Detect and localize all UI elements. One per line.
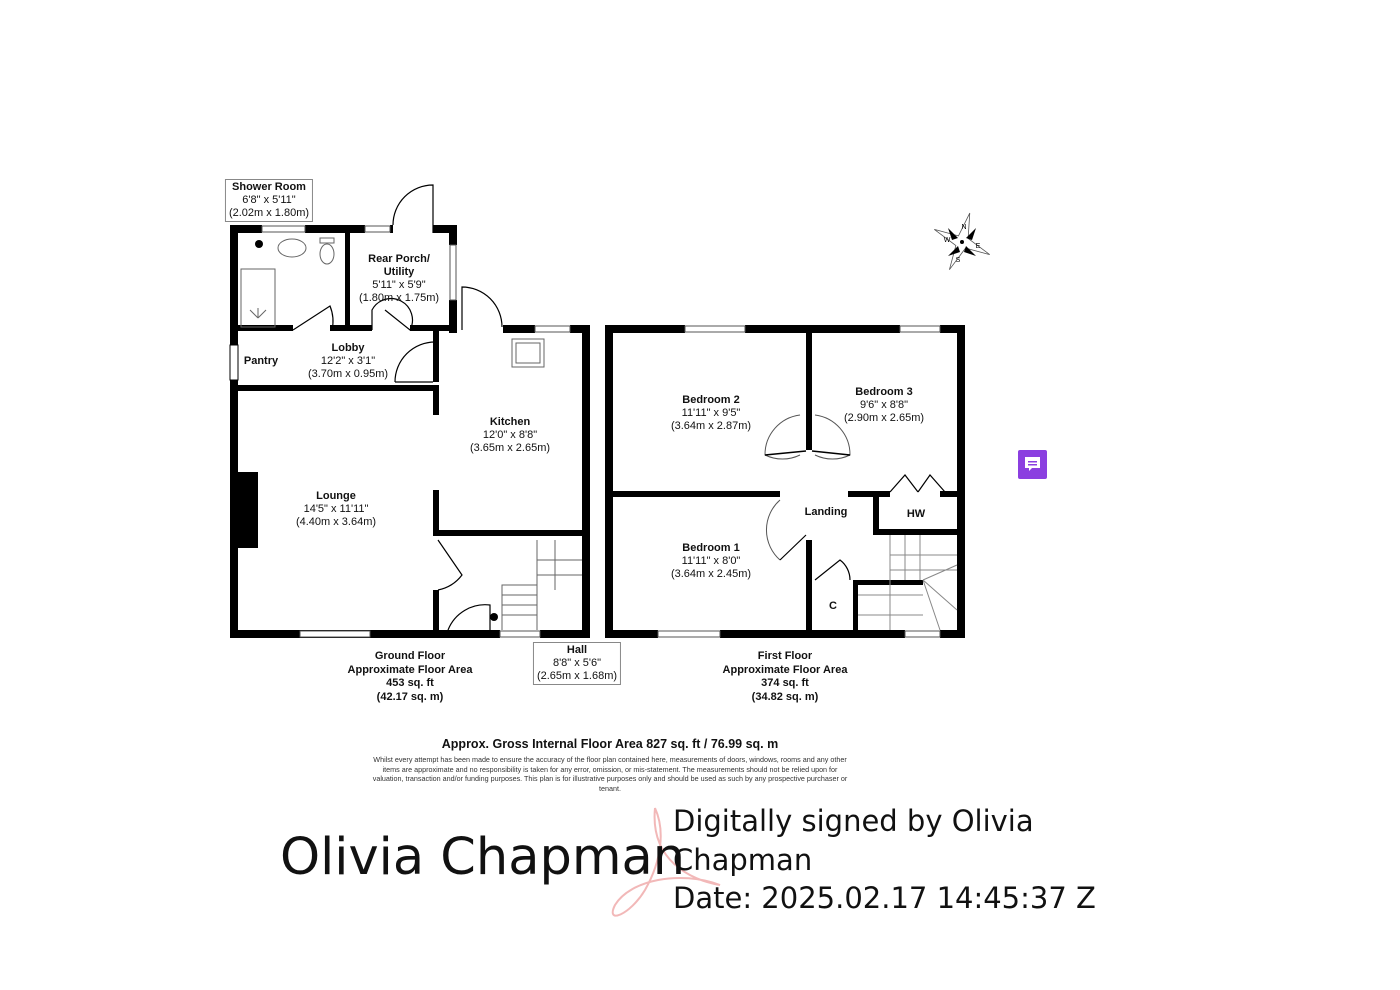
room-name: Hall xyxy=(566,644,588,656)
floor-title: Ground Floor xyxy=(374,650,446,662)
room-name: Lounge xyxy=(316,490,356,502)
room-size-imperial: 14'5" x 11'11" xyxy=(303,503,369,515)
comment-button[interactable] xyxy=(1018,450,1047,479)
room-name-line2: Utility xyxy=(383,266,415,278)
room-label-bedroom-1: Bedroom 1 11'11" x 8'0" (3.64m x 2.45m) xyxy=(671,542,751,581)
signature-line-1: Digitally signed by Olivia xyxy=(673,804,1034,838)
room-size-imperial: 6'8" x 5'11" xyxy=(242,194,296,206)
ground-floor-area: Ground Floor Approximate Floor Area 453 … xyxy=(348,650,473,704)
ground-floor-windows xyxy=(261,225,571,638)
adobe-signature-logo xyxy=(611,807,721,917)
room-size-imperial: 8'8" x 5'6" xyxy=(552,657,602,669)
floor-area-label: Approximate Floor Area xyxy=(722,663,848,676)
room-label-bedroom-3: Bedroom 3 9'6" x 8'8" (2.90m x 2.65m) xyxy=(844,386,924,425)
room-size-imperial: 11'11" x 8'0" xyxy=(681,555,741,567)
room-size-imperial: 12'2" x 3'1" xyxy=(320,355,376,367)
room-name: Rear Porch/ xyxy=(368,253,430,265)
room-size-metric: (2.02m x 1.80m) xyxy=(228,207,310,219)
room-label-shower-room: Shower Room 6'8" x 5'11" (2.02m x 1.80m) xyxy=(224,179,314,222)
gross-floor-area: Approx. Gross Internal Floor Area 827 sq… xyxy=(441,737,779,751)
room-label-hall: Hall 8'8" x 5'6" (2.65m x 1.68m) xyxy=(532,642,622,685)
room-size-metric: (4.40m x 3.64m) xyxy=(295,516,377,528)
comment-icon xyxy=(1025,457,1040,471)
door-swings xyxy=(292,184,503,631)
room-size-metric: (3.64m x 2.87m) xyxy=(670,420,752,432)
floor-title: First Floor xyxy=(757,650,813,662)
room-size-metric: (2.90m x 2.65m) xyxy=(843,412,925,424)
room-name: Landing xyxy=(804,506,848,518)
room-label-landing: Landing xyxy=(805,506,848,519)
first-floor-area: First Floor Approximate Floor Area 374 s… xyxy=(723,650,848,704)
floor-area-sqm: (42.17 sq. m) xyxy=(376,690,444,703)
first-floor-windows xyxy=(657,325,941,638)
room-label-bedroom-2: Bedroom 2 11'11" x 9'5" (3.64m x 2.87m) xyxy=(671,394,751,433)
floor-area-sqft: 453 sq. ft xyxy=(386,677,434,689)
signature-name: Olivia Chapman xyxy=(280,828,686,887)
room-size-imperial: 11'11" x 9'5" xyxy=(681,407,741,419)
room-size-metric: (3.65m x 2.65m) xyxy=(469,442,551,454)
room-size-imperial: 5'11" x 5'9" xyxy=(372,279,426,291)
room-name: Kitchen xyxy=(489,416,531,428)
compass-rose-icon xyxy=(934,212,990,270)
room-label-cupboard: C xyxy=(829,600,837,613)
disclaimer: Whilst every attempt has been made to en… xyxy=(372,755,848,793)
room-label-lounge: Lounge 14'5" x 11'11" (4.40m x 3.64m) xyxy=(296,490,376,529)
room-label-kitchen: Kitchen 12'0" x 8'8" (3.65m x 2.65m) xyxy=(470,416,550,455)
room-label-rear-porch: Rear Porch/ Utility 5'11" x 5'9" (1.80m … xyxy=(359,253,439,305)
floor-area-label: Approximate Floor Area xyxy=(347,663,473,676)
signature-line-2: Chapman xyxy=(673,843,813,877)
room-name: Shower Room xyxy=(232,181,306,193)
signature-date: Date: 2025.02.17 14:45:37 Z xyxy=(673,881,1096,915)
room-label-hw: HW xyxy=(907,508,925,521)
first-floor-stairs-and-doors xyxy=(764,414,958,631)
room-name: Bedroom 3 xyxy=(855,386,913,398)
room-name: C xyxy=(829,600,837,612)
room-size-metric: (3.64m x 2.45m) xyxy=(670,568,752,580)
ground-floor-fixtures xyxy=(240,237,582,630)
room-name: Bedroom 2 xyxy=(682,394,740,406)
room-label-lobby: Lobby 12'2" x 3'1" (3.70m x 0.95m) xyxy=(308,342,388,381)
room-name: Pantry xyxy=(243,355,279,367)
room-size-metric: (3.70m x 0.95m) xyxy=(307,368,389,380)
floor-area-sqft: 374 sq. ft xyxy=(761,677,809,689)
floor-area-sqm: (34.82 sq. m) xyxy=(751,690,819,703)
room-name: Lobby xyxy=(331,342,365,354)
room-name: Bedroom 1 xyxy=(682,542,740,554)
room-size-metric: (2.65m x 1.68m) xyxy=(536,670,618,682)
room-size-metric: (1.80m x 1.75m) xyxy=(358,292,440,304)
room-label-pantry: Pantry xyxy=(244,355,278,368)
room-size-imperial: 9'6" x 8'8" xyxy=(859,399,909,411)
first-floor-walls xyxy=(605,325,965,638)
room-size-imperial: 12'0" x 8'8" xyxy=(482,429,538,441)
room-name: HW xyxy=(906,508,926,520)
